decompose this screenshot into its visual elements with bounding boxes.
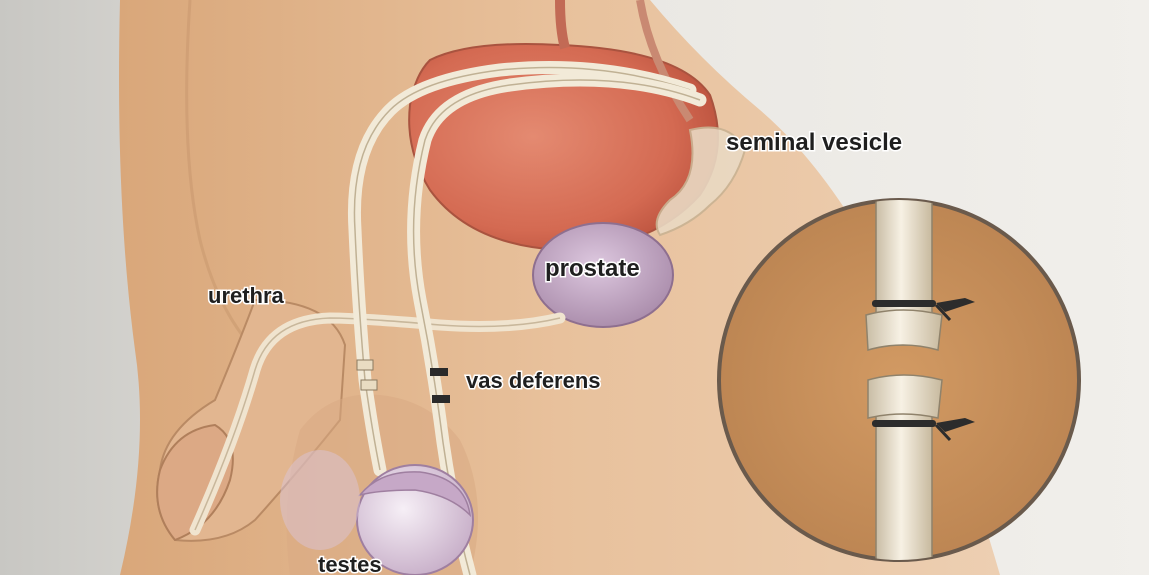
- inset-duct-lower: [876, 405, 932, 565]
- label-vas-deferens: vas deferens: [466, 368, 601, 393]
- inset-duct-lower-end: [868, 375, 942, 418]
- label-testes: testes: [318, 552, 382, 575]
- label-seminal-vesicle: seminal vesicle: [726, 129, 902, 156]
- ureter: [560, 0, 565, 48]
- inset-duct-upper-end: [866, 310, 942, 350]
- inset-magnified-view: [719, 195, 1079, 565]
- label-urethra: urethra: [208, 283, 285, 308]
- label-prostate: prostate: [545, 255, 640, 282]
